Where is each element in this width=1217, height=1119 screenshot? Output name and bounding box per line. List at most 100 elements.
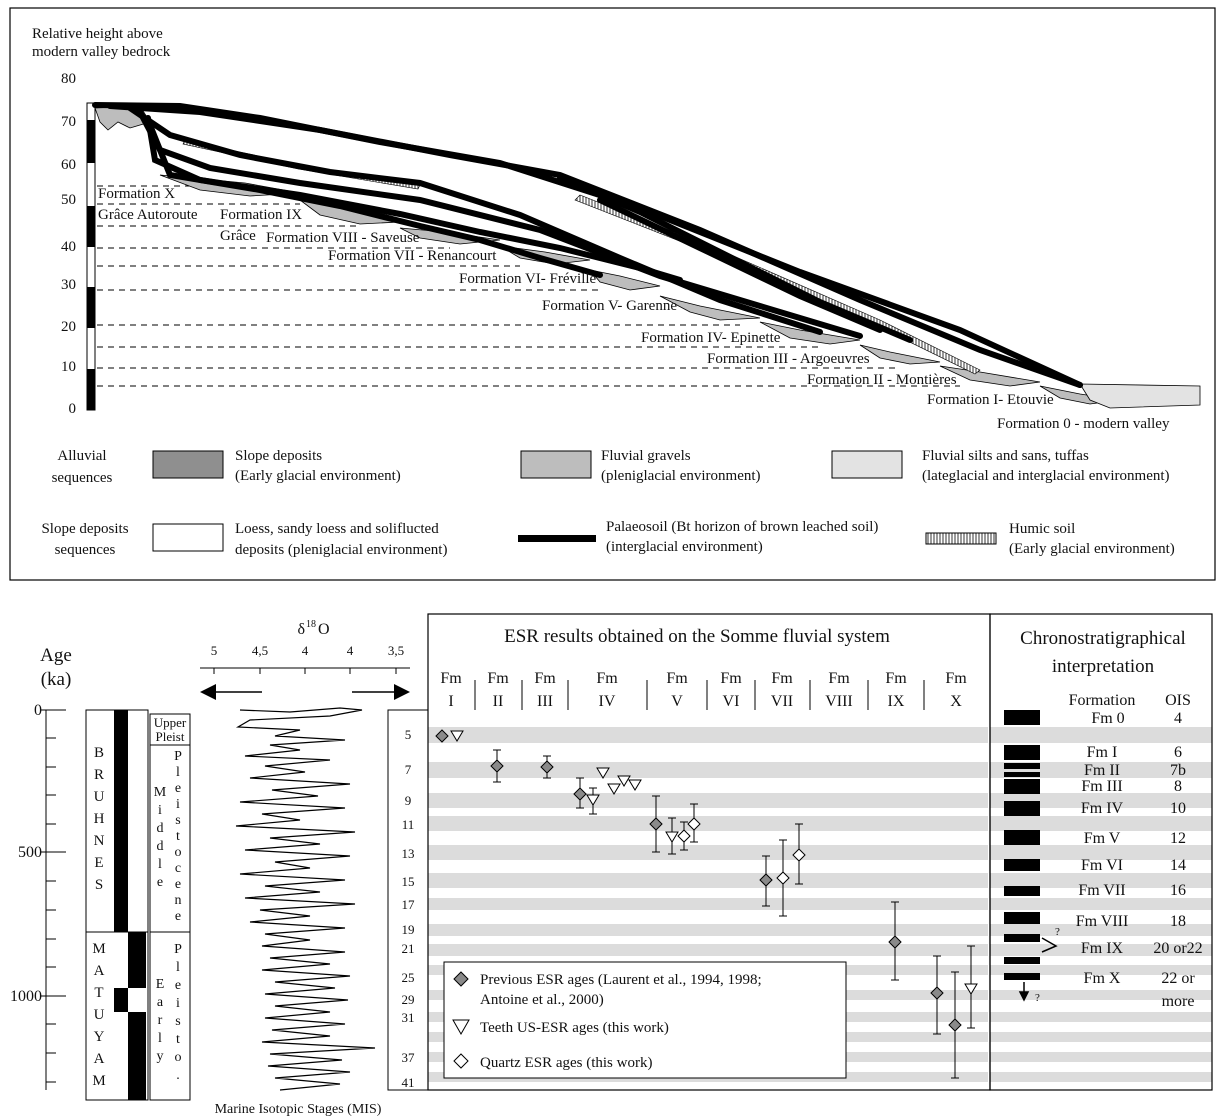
svg-text:Fm VI: Fm VI xyxy=(1081,857,1123,874)
svg-text:7: 7 xyxy=(405,762,412,777)
formation-v-label: Formation V- Garenne xyxy=(542,298,677,314)
svg-text:r: r xyxy=(158,1013,163,1028)
svg-text:VI: VI xyxy=(723,693,740,710)
formation-iii-label: Formation III - Argoeuvres xyxy=(707,351,870,367)
chrono-title-line2: interpretation xyxy=(1052,656,1155,677)
svg-text:6: 6 xyxy=(1174,744,1182,761)
svg-text:29: 29 xyxy=(402,992,415,1007)
svg-text:VIII: VIII xyxy=(825,693,853,710)
formation-vi-label: Formation VI- Fréville xyxy=(459,271,597,287)
svg-text:S: S xyxy=(95,877,103,893)
svg-text:Fm: Fm xyxy=(440,670,462,687)
brunhes-label: B R U H N E S xyxy=(94,745,105,893)
y-tick-0: 0 xyxy=(69,401,77,417)
pleistocene-middle-label: P l e i s t o c e n e xyxy=(174,749,182,924)
legend-palaeosoil-line1: Palaeosoil (Bt horizon of brown leached … xyxy=(606,519,878,535)
svg-text:IX: IX xyxy=(888,693,905,710)
formation-ii-label: Formation II - Montières xyxy=(807,372,957,388)
y-tick-70: 70 xyxy=(61,114,76,130)
svg-text:10: 10 xyxy=(1170,800,1186,817)
isotope-curve xyxy=(235,707,376,1091)
y-tick-20: 20 xyxy=(61,319,76,335)
y-tick-50: 50 xyxy=(61,192,76,208)
swatch-slope-deposits xyxy=(152,450,224,479)
esr-column-dividers xyxy=(474,680,925,710)
svg-text:Fm: Fm xyxy=(828,670,850,687)
formation-vii-label: Formation VII - Renancourt xyxy=(328,248,497,264)
isotope-title-o: O xyxy=(318,621,330,638)
esr-legend-previous-line2: Antoine et al., 2000) xyxy=(480,992,604,1008)
height-scale-bar xyxy=(86,102,96,411)
svg-text:25: 25 xyxy=(402,970,415,985)
svg-text:l: l xyxy=(158,1031,162,1046)
svg-text:e: e xyxy=(175,978,181,993)
middle-label: M i d d l e xyxy=(154,785,167,890)
legend-loess-line2: deposits (pleniglacial environment) xyxy=(235,542,447,558)
teeth-esr-triangle-icon xyxy=(452,1019,470,1036)
swatch-loess xyxy=(152,523,224,552)
isotope-caption: Marine Isotopic Stages (MIS) xyxy=(215,1102,382,1117)
svg-text:13: 13 xyxy=(402,846,415,861)
age-title-line1: Age xyxy=(40,645,72,666)
formation-x-label: Formation X xyxy=(98,186,175,202)
y-axis-title-line1: Relative height above xyxy=(32,26,163,42)
svg-text:A: A xyxy=(94,1051,105,1067)
svg-text:17: 17 xyxy=(402,897,416,912)
svg-text:21: 21 xyxy=(402,941,415,956)
svg-text:VII: VII xyxy=(771,693,793,710)
legend-humic-line1: Humic soil xyxy=(1009,521,1075,537)
svg-text:11: 11 xyxy=(402,817,415,832)
swatch-fluvial-gravels xyxy=(520,450,592,479)
svg-text:more: more xyxy=(1162,993,1195,1010)
svg-text:Fm: Fm xyxy=(596,670,618,687)
grace-autoroute-label: Grâce Autoroute xyxy=(98,207,198,223)
esr-legend: Previous ESR ages (Laurent et al., 1994,… xyxy=(443,961,847,1079)
svg-text:N: N xyxy=(94,833,105,849)
svg-text:Fm: Fm xyxy=(771,670,793,687)
chrono-black-bars xyxy=(1004,710,1040,980)
esr-data-points xyxy=(435,729,978,1079)
svg-text:e: e xyxy=(175,877,181,892)
mis-stage-numbers: 5 7 9 11 13 15 17 19 21 25 29 31 37 41 xyxy=(402,727,416,1090)
formation-viii-label: Formation VIII - Saveuse xyxy=(266,230,420,246)
legend-fluvial-silts-line1: Fluvial silts and sans, tuffas xyxy=(922,448,1089,464)
svg-text:41: 41 xyxy=(402,1075,415,1090)
chrono-col-ois: OIS xyxy=(1165,692,1191,709)
svg-text:i: i xyxy=(176,797,180,812)
svg-text:t: t xyxy=(176,829,180,844)
svg-text:Fm II: Fm II xyxy=(1084,762,1120,779)
legend-loess-line1: Loess, sandy loess and soliflucted xyxy=(235,521,439,537)
age-title-line2: (ka) xyxy=(41,669,72,690)
isotope-tick-3: 4 xyxy=(347,643,354,658)
svg-text:s: s xyxy=(175,813,180,828)
formation-levels xyxy=(97,185,960,387)
svg-text:7b: 7b xyxy=(1170,762,1186,779)
esr-legend-teeth: Teeth US-ESR ages (this work) xyxy=(480,1020,669,1036)
legend-slope-line1: Slope deposits xyxy=(41,521,128,537)
svg-text:M: M xyxy=(92,1073,105,1089)
swatch-palaeosoil xyxy=(518,535,596,542)
svg-text:37: 37 xyxy=(402,1050,416,1065)
svg-text:8: 8 xyxy=(1174,778,1182,795)
esr-legend-quartz: Quartz ESR ages (this work) xyxy=(480,1055,652,1071)
legend-alluvial-line1: Alluvial xyxy=(57,448,106,464)
svg-text:t: t xyxy=(176,1032,180,1047)
chrono-title-line1: Chronostratigraphical xyxy=(1020,628,1186,649)
svg-text:l: l xyxy=(176,765,180,780)
svg-text:14: 14 xyxy=(1170,857,1186,874)
y-tick-40: 40 xyxy=(61,239,76,255)
svg-text:s: s xyxy=(175,1014,180,1029)
svg-text:l: l xyxy=(176,960,180,975)
formation-ix-label: Formation IX xyxy=(220,207,302,223)
svg-text:Fm X: Fm X xyxy=(1084,970,1121,987)
legend-fluvial-silts-line2: (lateglacial and interglacial environmen… xyxy=(922,468,1170,484)
svg-text:R: R xyxy=(94,767,104,783)
chrono-arrows xyxy=(1018,937,1058,1002)
svg-text:4: 4 xyxy=(1174,710,1182,727)
svg-text:Fm 0: Fm 0 xyxy=(1091,710,1124,727)
esr-legend-previous-line1: Previous ESR ages (Laurent et al., 1994,… xyxy=(480,972,762,988)
terrace-profile-panel: Relative height above modern valley bedr… xyxy=(9,7,1216,581)
svg-text:Fm I: Fm I xyxy=(1087,744,1118,761)
svg-text:P: P xyxy=(174,749,182,764)
